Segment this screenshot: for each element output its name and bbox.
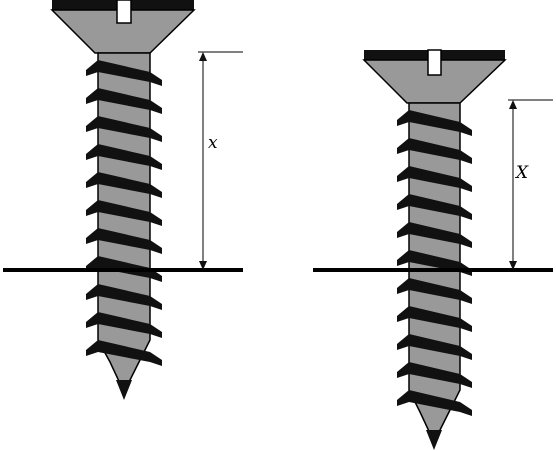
right-screw-threads xyxy=(397,110,472,416)
right-screw-thread-2 xyxy=(397,138,472,164)
left-screw-slot xyxy=(116,0,132,24)
right-screw-thread-9 xyxy=(397,334,472,360)
right-screw-thread-1 xyxy=(397,110,472,136)
left-dimension-label: x xyxy=(208,133,218,153)
right-screw-thread-11 xyxy=(397,390,472,416)
right-screw-thread-4 xyxy=(397,194,472,220)
right-screw-thread-8 xyxy=(397,306,472,332)
left-dimension-arrow-bottom xyxy=(199,261,207,270)
left-screw-thread-1 xyxy=(86,60,162,86)
left-screw-thread-5 xyxy=(86,172,162,198)
right-screw-thread-5 xyxy=(397,222,472,248)
right-screw xyxy=(362,49,507,450)
left-screw-thread-11 xyxy=(86,340,162,366)
left-screw-thread-3 xyxy=(86,116,162,142)
right-dimension-arrow-top xyxy=(509,100,517,109)
right-dimension: X xyxy=(508,99,553,270)
right-screw-thread-10 xyxy=(397,362,472,388)
left-screw-threads xyxy=(86,60,162,366)
left-screw-tip xyxy=(116,380,132,400)
left-screw-thread-10 xyxy=(86,312,162,338)
left-screw xyxy=(50,0,196,400)
right-screw-thread-3 xyxy=(397,166,472,192)
left-screw-thread-4 xyxy=(86,144,162,170)
right-screw-tip xyxy=(426,430,442,450)
right-screw-slot xyxy=(427,49,442,76)
left-screw-thread-2 xyxy=(86,88,162,114)
left-screw-thread-7 xyxy=(86,228,162,254)
right-dimension-arrow-bottom xyxy=(509,261,517,270)
right-screw-thread-7 xyxy=(397,278,472,304)
left-dimension: x xyxy=(198,51,243,270)
left-screw-thread-6 xyxy=(86,200,162,226)
right-dimension-label: X xyxy=(514,163,529,183)
left-screw-thread-9 xyxy=(86,284,162,310)
left-dimension-arrow-top xyxy=(199,52,207,61)
